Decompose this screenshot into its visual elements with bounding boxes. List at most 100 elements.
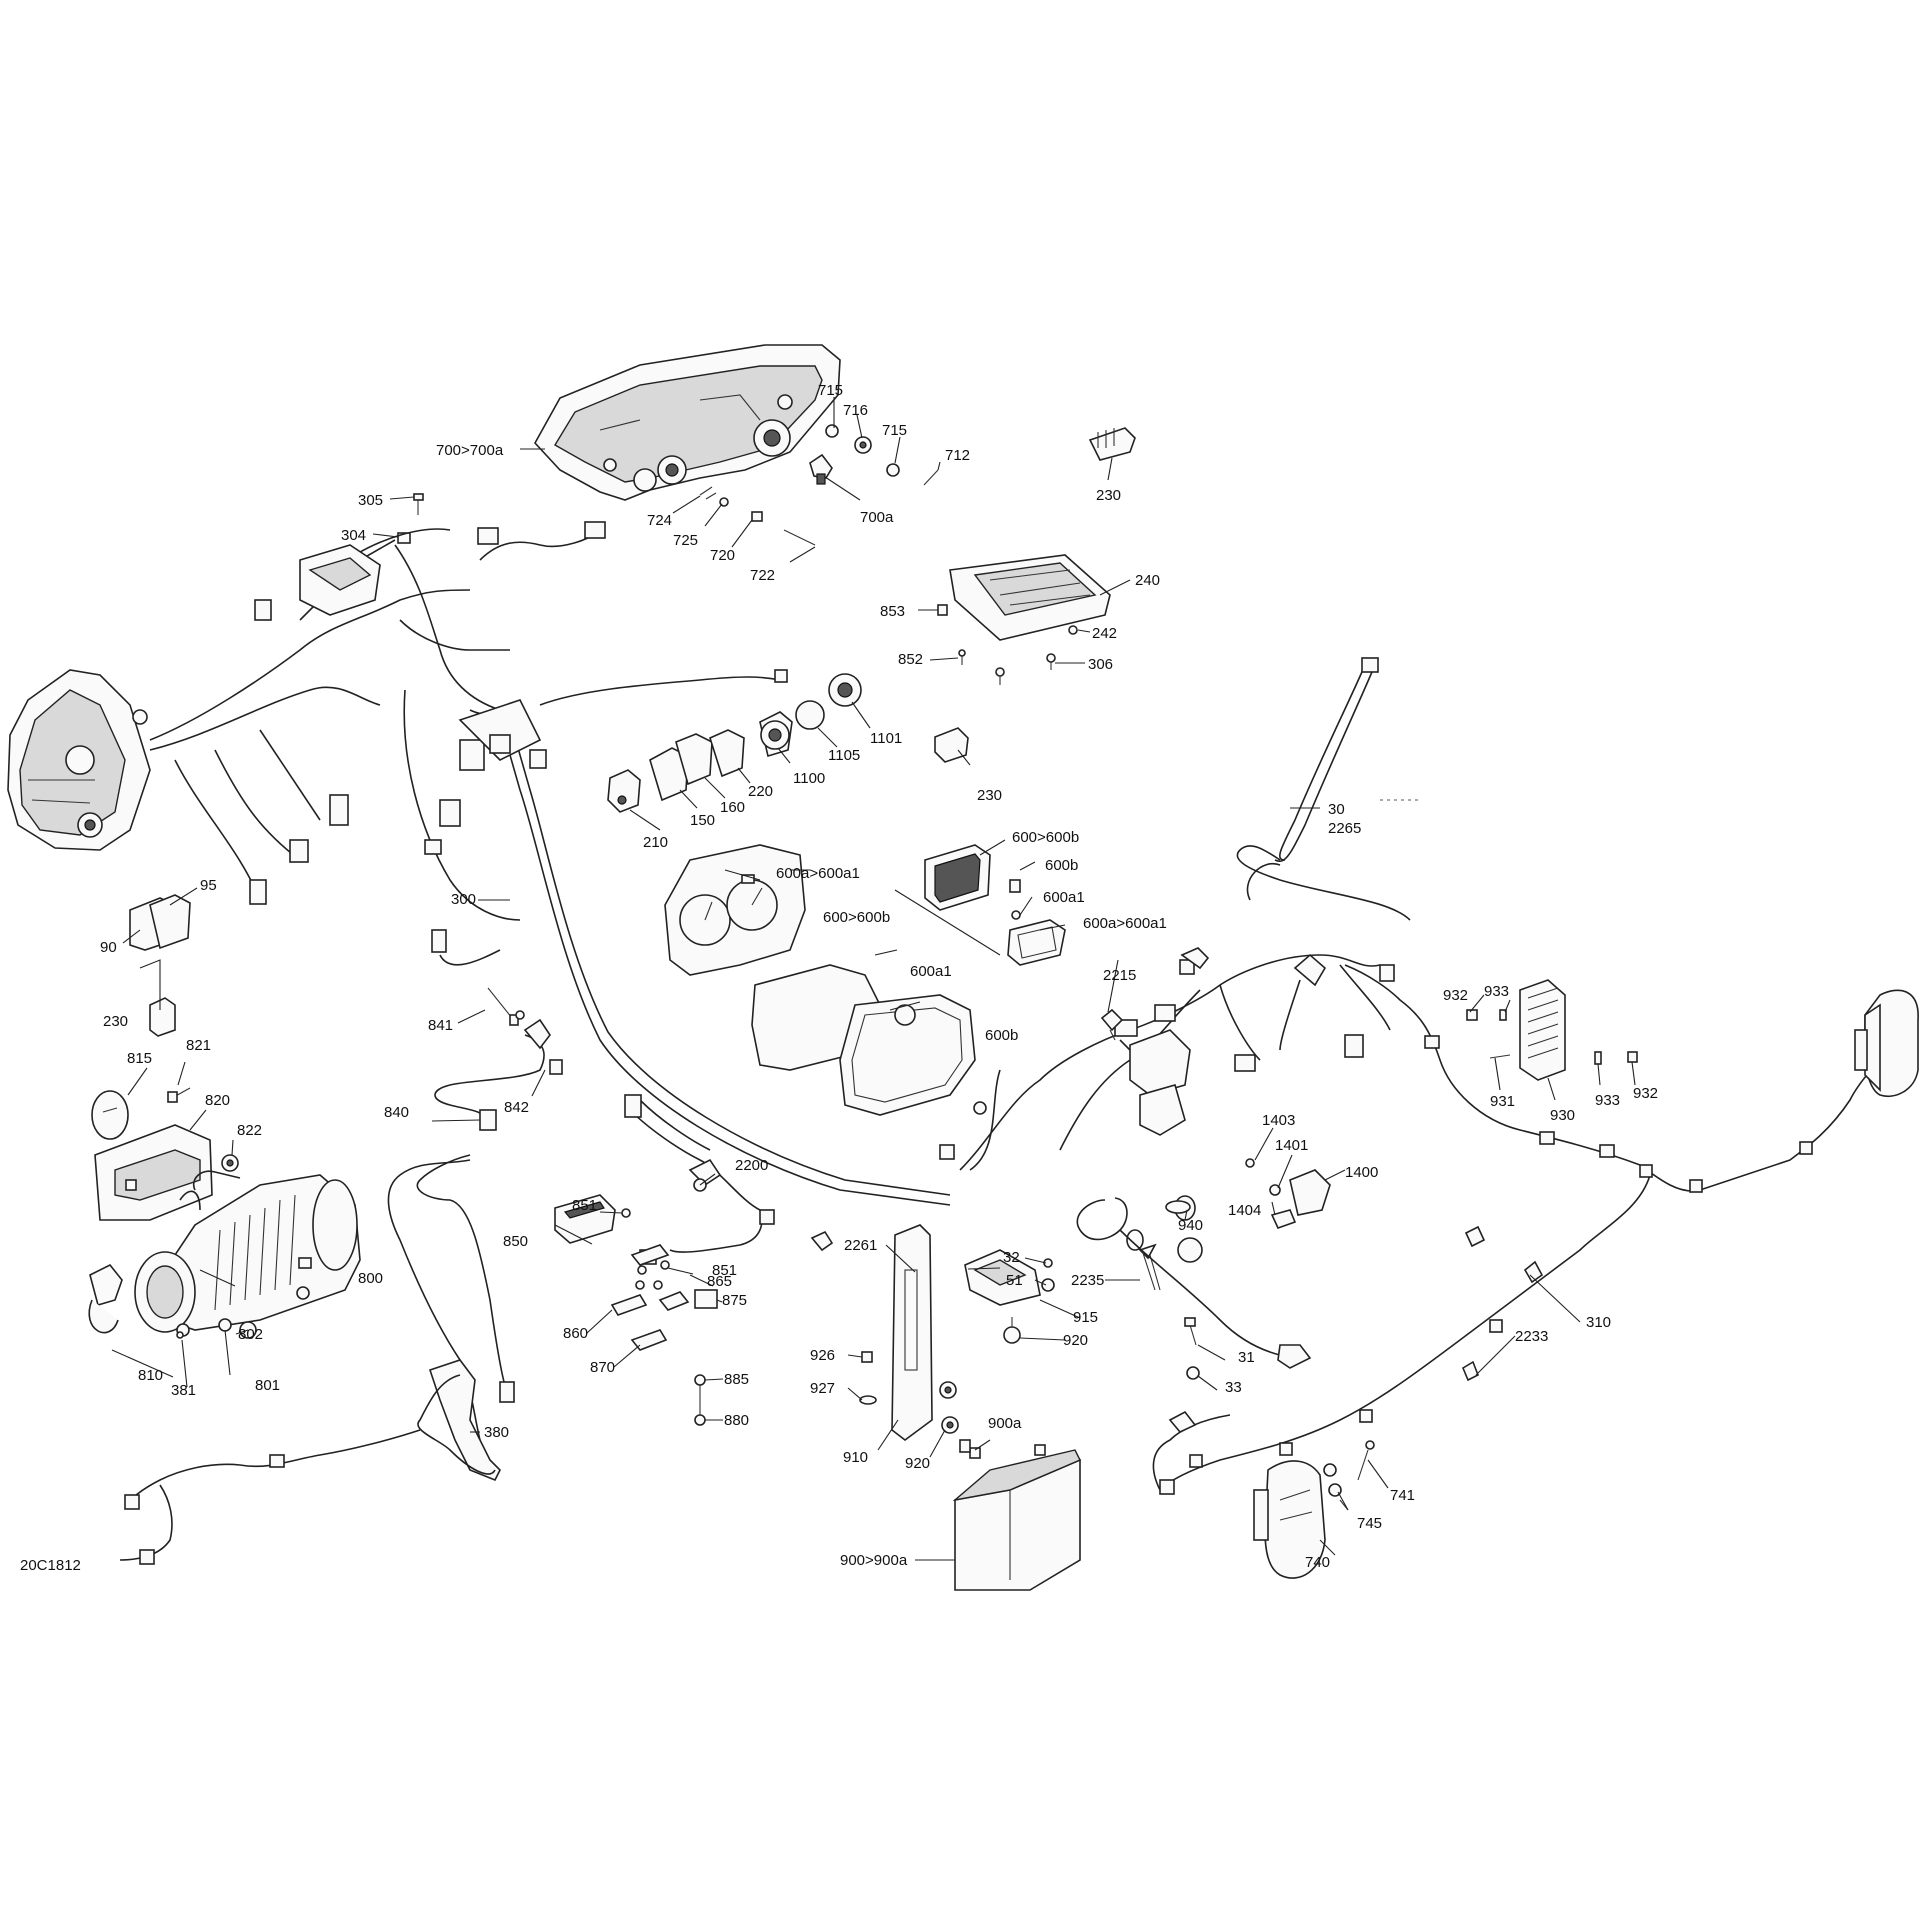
relay-bracket-850 — [554, 1194, 718, 1426]
dash-switches — [607, 673, 862, 813]
callout-600a1-a: 600a1 — [1043, 889, 1085, 906]
clip-2233 — [1461, 1360, 1480, 1382]
callout-32: 32 — [1003, 1249, 1020, 1266]
callout-1105: 1105 — [828, 747, 860, 764]
callout-927: 927 — [810, 1380, 835, 1397]
bulb-700a — [809, 453, 833, 485]
callout-910: 910 — [843, 1449, 868, 1466]
callout-2235: 2235 — [1071, 1272, 1104, 1289]
callout-880: 880 — [724, 1412, 749, 1429]
callout-932-b: 932 — [1633, 1085, 1658, 1102]
callout-920-a: 920 — [1063, 1332, 1088, 1349]
fasteners-31-33 — [1184, 1317, 1200, 1380]
light-housing-700 — [534, 344, 841, 501]
callout-31: 31 — [1238, 1349, 1255, 1366]
callout-150: 150 — [690, 812, 715, 829]
callout-2233: 2233 — [1515, 1328, 1548, 1345]
rear-harness-310 — [1152, 964, 1919, 1495]
callout-210: 210 — [643, 834, 668, 851]
callout-724: 724 — [647, 512, 672, 529]
callout-230-left: 230 — [103, 1013, 128, 1030]
callout-933-a: 933 — [1484, 983, 1509, 1000]
callout-931: 931 — [1490, 1093, 1515, 1110]
callout-1101: 1101 — [870, 730, 902, 747]
callout-920-b: 920 — [905, 1455, 930, 1472]
callout-885: 885 — [724, 1371, 749, 1388]
wiring-2215-2200 — [939, 947, 1395, 1171]
callout-900-900a: 900>900a — [840, 1552, 908, 1569]
module-240 — [937, 554, 1111, 685]
callout-1400: 1400 — [1345, 1164, 1378, 1181]
callout-2261: 2261 — [844, 1237, 877, 1254]
callout-600a-600a1-b: 600a>600a1 — [776, 865, 860, 882]
callout-380: 380 — [484, 1424, 509, 1441]
callout-865: 865 — [707, 1273, 732, 1290]
callout-242: 242 — [1092, 625, 1117, 642]
fastener-305-304 — [397, 493, 424, 544]
callout-600-600b-a: 600>600b — [1012, 829, 1079, 846]
callout-1100: 1100 — [793, 770, 825, 787]
callout-851-b: 851 — [712, 1262, 737, 1279]
callout-715-a: 715 — [818, 382, 843, 399]
regulator-930 — [1466, 979, 1638, 1081]
callout-230-middle: 230 — [977, 787, 1002, 804]
bulb-hardware — [699, 424, 939, 546]
battery-bracket-910 — [859, 1224, 1041, 1442]
drawing-code: 20C1812 — [20, 1557, 81, 1574]
callout-2200: 2200 — [735, 1157, 768, 1174]
headlight-left — [7, 669, 151, 851]
instrument-cluster-600 — [664, 844, 1066, 1116]
callout-850: 850 — [503, 1233, 528, 1250]
wire-380 — [119, 1154, 515, 1565]
callout-926: 926 — [810, 1347, 835, 1364]
callout-33: 33 — [1225, 1379, 1242, 1396]
callout-722: 722 — [750, 567, 775, 584]
winch-800 — [88, 1170, 361, 1339]
callout-940: 940 — [1178, 1217, 1203, 1234]
callout-160: 160 — [720, 799, 745, 816]
callout-840: 840 — [384, 1104, 409, 1121]
callout-1403: 1403 — [1262, 1112, 1295, 1129]
callout-930: 930 — [1550, 1107, 1575, 1124]
callout-2265: 2265 — [1328, 820, 1361, 837]
callout-712: 712 — [945, 447, 970, 464]
callout-741: 741 — [1390, 1487, 1415, 1504]
callout-810: 810 — [138, 1367, 163, 1384]
callout-875: 875 — [722, 1292, 747, 1309]
callout-1401: 1401 — [1275, 1137, 1308, 1154]
callout-90: 90 — [100, 939, 117, 956]
callout-304: 304 — [341, 527, 366, 544]
callout-820: 820 — [205, 1092, 230, 1109]
callout-700-700a: 700>700a — [436, 442, 504, 459]
callout-870: 870 — [590, 1359, 615, 1376]
wire-840 — [434, 987, 563, 1131]
callout-842: 842 — [504, 1099, 529, 1116]
callout-815: 815 — [127, 1050, 152, 1067]
callout-802: 802 — [238, 1326, 263, 1343]
callout-725: 725 — [673, 532, 698, 549]
switches-95-90 — [129, 894, 191, 1037]
callout-51: 51 — [1006, 1272, 1023, 1289]
callout-915: 915 — [1073, 1309, 1098, 1326]
wire-31 — [1076, 1197, 1312, 1369]
leader-lines — [111, 397, 1636, 1561]
callout-1404: 1404 — [1228, 1202, 1261, 1219]
main-wiring-harness-300 — [149, 521, 951, 1206]
callout-600b-a: 600b — [1045, 857, 1078, 874]
callout-801: 801 — [255, 1377, 280, 1394]
callout-860: 860 — [563, 1325, 588, 1342]
callout-2215: 2215 — [1103, 967, 1136, 984]
callout-740: 740 — [1305, 1554, 1330, 1571]
callout-230-top: 230 — [1096, 487, 1121, 504]
callout-600a-600a1-a: 600a>600a1 — [1083, 915, 1167, 932]
callout-381: 381 — [171, 1382, 196, 1399]
wire-30-2265 — [1236, 657, 1420, 921]
callout-821: 821 — [186, 1037, 211, 1054]
callout-853: 853 — [880, 603, 905, 620]
callout-30: 30 — [1328, 801, 1345, 818]
callout-932-a: 932 — [1443, 987, 1468, 1004]
battery-900 — [952, 1439, 1081, 1591]
callout-240: 240 — [1135, 572, 1160, 589]
